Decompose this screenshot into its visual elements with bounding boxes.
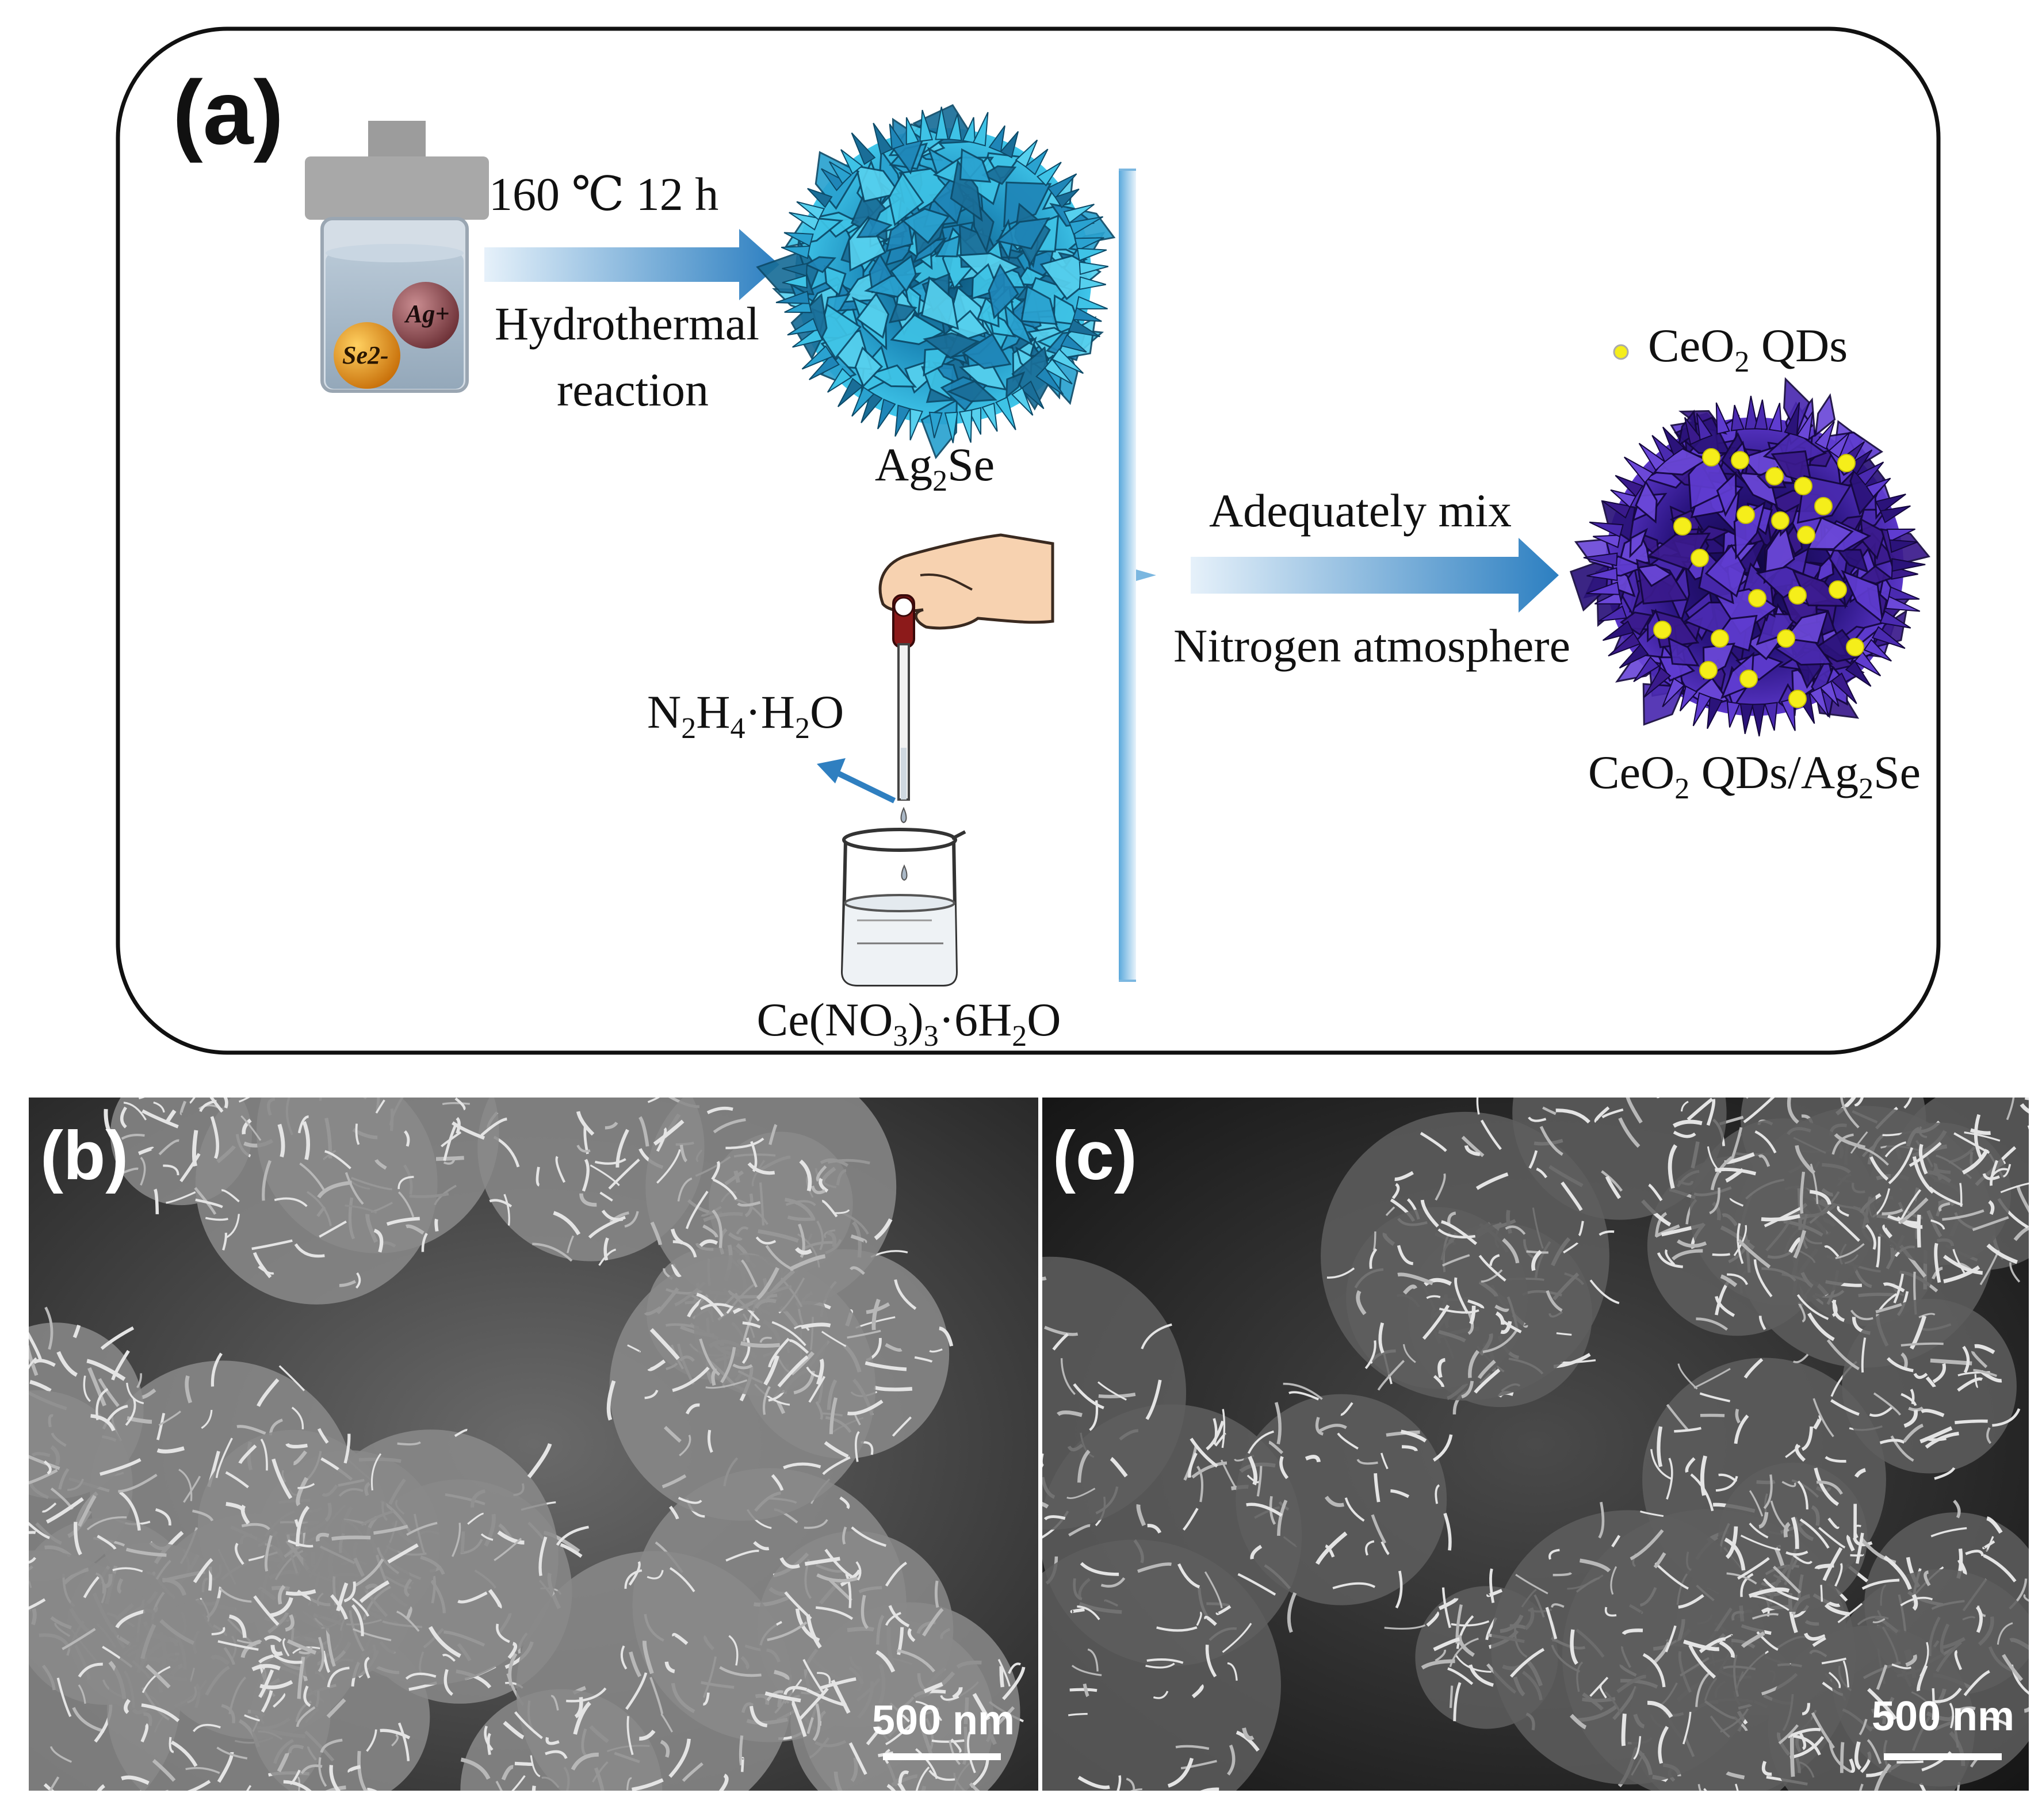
- step2-line2: Nitrogen atmosphere: [1173, 620, 1570, 672]
- ceo2-ag2se-composite-sphere: [1569, 377, 1930, 737]
- dropper-arrowhead: [817, 758, 846, 783]
- ceo2-qd-dot: [1777, 629, 1795, 648]
- panel-a-label: (a): [173, 62, 284, 163]
- reagent-dropper-label: N2H4·H2O: [647, 686, 844, 745]
- panel-c-scale-bar: [1884, 1753, 2002, 1760]
- ceo2-qd-dot: [1765, 467, 1784, 485]
- ceo2-qd-dot: [1846, 638, 1864, 656]
- hand-dropper-icon: [878, 533, 1054, 824]
- ceo2-qd-dot: [1702, 448, 1720, 467]
- bracket-line: [1119, 169, 1156, 982]
- ceo2-qd-dot: [1673, 517, 1692, 536]
- step1-method-line1: Hydrothermal: [495, 297, 759, 350]
- se-ion-sphere: [334, 322, 400, 389]
- ceo2-qd-dot: [1737, 506, 1755, 524]
- ceo2-qd-dot: [1748, 589, 1766, 607]
- qd-legend-label: CeO2 QDs: [1648, 319, 1848, 378]
- ag-ion-sphere: [392, 282, 459, 349]
- ceo2-qd-dot: [1794, 477, 1812, 495]
- panel-b-sem-image: (b) 500 nm: [29, 1098, 1038, 1791]
- se-ion-label: Se2-: [342, 341, 389, 369]
- ceo2-qd-dot: [1739, 670, 1758, 688]
- step1-arrow: [484, 229, 779, 300]
- ceo2-qd-dot: [1731, 451, 1749, 469]
- ceo2-qd-dot: [1788, 690, 1807, 708]
- ceo2-qd-dot: [1699, 661, 1718, 679]
- step2-line1: Adequately mix: [1209, 484, 1512, 537]
- ceo2-qd-dot: [1797, 526, 1815, 544]
- qd-legend-marker: [1613, 344, 1629, 360]
- panel-c-label: (c): [1053, 1117, 1137, 1194]
- ceo2-qd-dot: [1837, 454, 1856, 472]
- autoclave-icon: Ag+ Se2-: [305, 121, 489, 393]
- step1-method-line2: reaction: [557, 364, 709, 416]
- panel-b-scale-text: 500 nm: [872, 1697, 1015, 1743]
- ag2se-flower-sphere: [756, 104, 1116, 460]
- beaker-icon: [840, 828, 966, 987]
- ceo2-qd-dot: [1653, 621, 1672, 639]
- panel-b-scale-bar: [883, 1753, 1001, 1760]
- ceo2-qd-dots: [1653, 448, 1864, 708]
- ag-ion-label: Ag+: [404, 300, 449, 328]
- ceo2-qd-dot: [1814, 497, 1833, 515]
- ceo2-qd-dot: [1711, 629, 1729, 648]
- product2-label: CeO2 QDs/Ag2Se: [1588, 746, 1921, 805]
- panel-c-scale-text: 500 nm: [1872, 1693, 2014, 1739]
- ceo2-qd-dot: [1771, 511, 1789, 530]
- ceo2-qd-dot: [1788, 586, 1807, 605]
- step2-arrow: [1191, 538, 1559, 613]
- ceo2-qd-dot: [1829, 580, 1847, 599]
- reagent-beaker-label: Ce(NO3)3·6H2O: [757, 993, 1061, 1053]
- panel-a: (a) Ag+ Se2- 160 ℃ 12 h Hydrothermal rea…: [116, 26, 1941, 1055]
- step1-conditions: 160 ℃ 12 h: [489, 168, 718, 220]
- product1-label: Ag2Se: [875, 438, 995, 498]
- dropper-to-label-arrow: [831, 768, 896, 804]
- panel-c-sem-image: (c) 500 nm: [1042, 1098, 2029, 1791]
- panel-b-label: (b): [40, 1117, 128, 1194]
- ceo2-qd-dot: [1691, 549, 1709, 567]
